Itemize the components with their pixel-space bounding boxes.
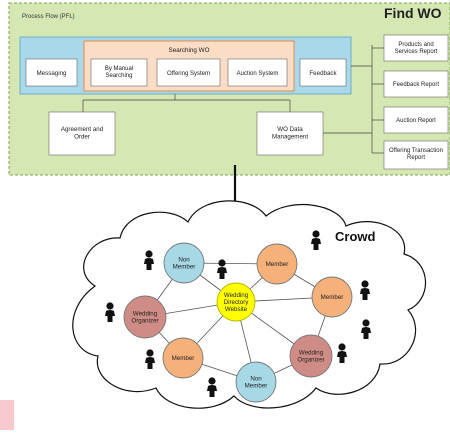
node-label-m3: Member bbox=[172, 355, 195, 362]
messaging-label: Messaging bbox=[37, 70, 67, 77]
panel-title: Find WO bbox=[384, 5, 442, 21]
person-icon bbox=[360, 280, 370, 300]
auction-system-label: Auction System bbox=[237, 71, 279, 77]
person-icon bbox=[105, 302, 115, 322]
person-icon bbox=[361, 319, 371, 339]
person-icon bbox=[145, 349, 155, 369]
person-icon bbox=[144, 250, 154, 270]
process-flow-panel: Process Flow (PFL) Find WO Messaging Sea… bbox=[8, 2, 450, 176]
node-nm1 bbox=[163, 242, 205, 284]
node-label-m2: Member bbox=[321, 294, 344, 301]
report-label-feedback: Feedback Report bbox=[393, 82, 439, 88]
person-icon bbox=[337, 343, 347, 363]
node-m2 bbox=[311, 276, 353, 318]
auction-system-box bbox=[227, 58, 288, 87]
node-m1 bbox=[256, 243, 298, 285]
offering-system-box bbox=[156, 58, 221, 87]
searching-wo-title: Searching WO bbox=[169, 47, 210, 54]
person-icon bbox=[311, 230, 321, 250]
node-nm2 bbox=[235, 361, 277, 403]
node-wo1 bbox=[123, 295, 167, 339]
corner-tab bbox=[0, 400, 14, 430]
people-icons bbox=[105, 230, 371, 397]
agreement-order-box bbox=[48, 111, 116, 156]
report-box-feedback bbox=[383, 70, 449, 98]
report-label-auction: Auction Report bbox=[396, 118, 436, 124]
node-center bbox=[216, 282, 256, 322]
messaging-box bbox=[25, 58, 78, 87]
feedback-label: Feedback bbox=[309, 70, 337, 77]
report-box-auction bbox=[383, 106, 449, 134]
node-label-m1: Member bbox=[266, 261, 289, 268]
node-wo2 bbox=[289, 334, 333, 378]
person-icon bbox=[217, 259, 227, 279]
panel-label: Process Flow (PFL) bbox=[22, 14, 75, 20]
crowd-label: Crowd bbox=[335, 229, 376, 244]
manual-search-box bbox=[90, 58, 148, 87]
node-m3 bbox=[162, 337, 204, 379]
report-box-products bbox=[383, 34, 449, 62]
wo-data-management-box bbox=[256, 111, 324, 156]
feedback-box bbox=[299, 58, 347, 87]
report-box-offering bbox=[383, 140, 449, 170]
person-icon bbox=[207, 377, 217, 397]
offering-system-label: Offering System bbox=[167, 71, 210, 77]
